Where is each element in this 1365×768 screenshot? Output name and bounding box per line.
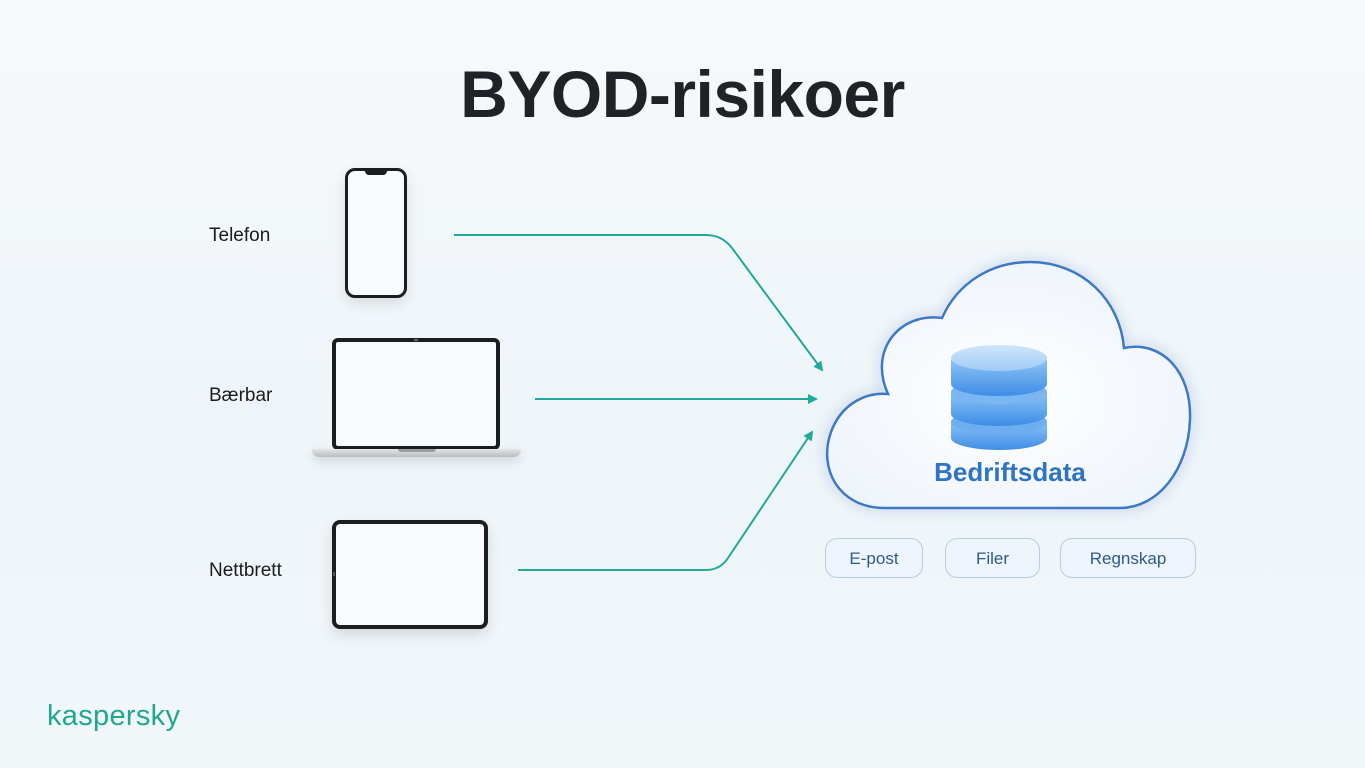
phone-icon xyxy=(345,168,407,298)
phone-notch xyxy=(365,171,387,175)
laptop-icon xyxy=(332,338,500,450)
laptop-base xyxy=(312,449,521,457)
database-icon xyxy=(951,345,1047,450)
device-label-baerbar: Bærbar xyxy=(209,385,273,406)
pill-filer: Filer xyxy=(945,538,1040,578)
laptop-groove xyxy=(398,449,436,452)
pill-epost: E-post xyxy=(825,538,923,578)
laptop-camera xyxy=(414,339,418,341)
arrow-nettbrett xyxy=(518,430,814,571)
device-label-nettbrett: Nettbrett xyxy=(209,560,282,581)
cloud-label: Bedriftsdata xyxy=(934,457,1086,487)
brand-logo: kaspersky xyxy=(47,700,181,732)
tablet-icon xyxy=(332,520,488,629)
arrow-telefon xyxy=(454,234,824,372)
device-label-telefon: Telefon xyxy=(209,225,271,246)
tablet-camera xyxy=(333,572,335,576)
pill-regnskap: Regnskap xyxy=(1060,538,1196,578)
diagram-title: BYOD-risikoer xyxy=(460,57,905,131)
